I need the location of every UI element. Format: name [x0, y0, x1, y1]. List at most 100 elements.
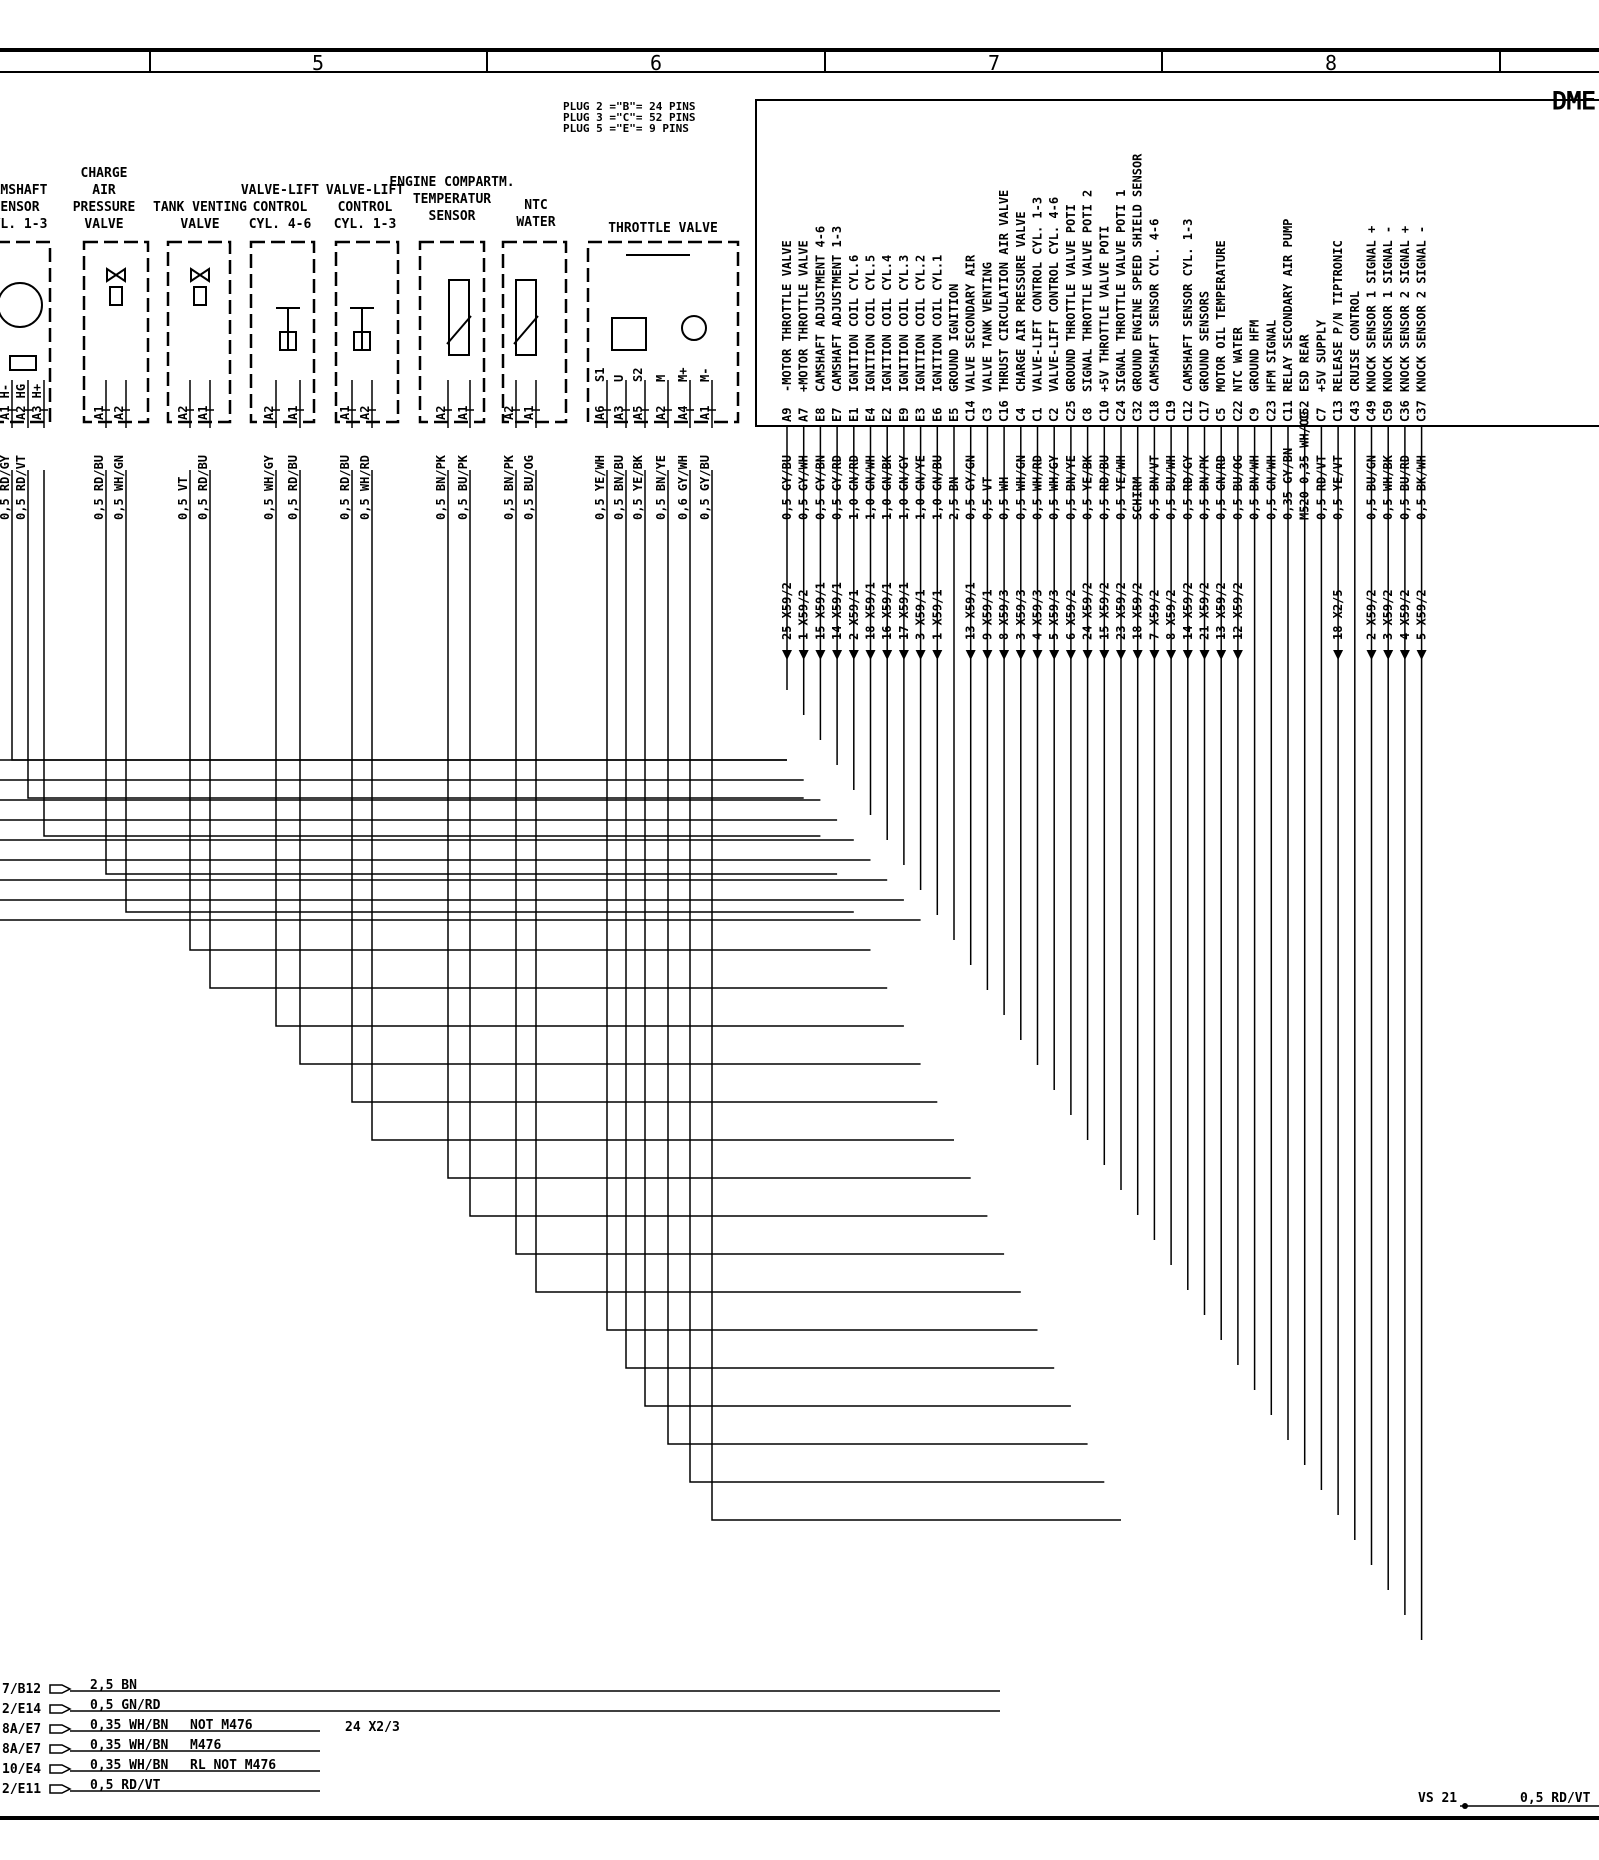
harness-wire [667, 470, 1088, 1445]
column-number: 6 [650, 51, 662, 75]
plug-legend-line: PLUG 2 ="B"= 24 PINS [563, 100, 695, 113]
bottom-wire-label: 0,35 WH/BN [90, 1718, 168, 1733]
throttle-pin-mark: M+ [676, 368, 690, 382]
bottom-right-wire-label: 0,5 RD/VT [1520, 1791, 1591, 1806]
harness-wire [515, 470, 1005, 1255]
component-pin-label: A1 [92, 406, 106, 420]
dme-pin-description: CRUISE CONTROL [1348, 291, 1362, 392]
dme-pin-description: CHARGE AIR PRESSURE VALVE [1014, 211, 1028, 392]
component-pin-label: A3 H+ [30, 384, 44, 420]
dme-pin-description: GROUND HFM [1248, 320, 1262, 392]
component-wire-label: 0,5 RD/BU [338, 455, 352, 520]
dme-pin-label: C25 [1064, 400, 1078, 422]
harness-wire [447, 470, 971, 1179]
component-wire-label: 0,5 BN/YE [654, 455, 668, 520]
dme-pin-label: E7 [830, 408, 844, 422]
dme-pin-description: ESD REAR [1298, 333, 1312, 392]
component-pin-label: A2 [358, 406, 372, 420]
valve-symbol [106, 267, 126, 283]
dme-pin-label: C37 [1415, 400, 1429, 422]
throttle-pin-mark: U [612, 375, 626, 382]
dme-pin-label: C1 [1031, 408, 1045, 422]
dme-pin-label: C10 [1097, 400, 1111, 422]
bottom-wire-label: 0,35 WH/BN [90, 1758, 168, 1773]
dme-pin-label: C49 [1365, 400, 1379, 422]
dme-pin-label: E9 [897, 408, 911, 422]
harness-wire [351, 470, 938, 1103]
component-title: AIR [92, 183, 116, 198]
solenoid-coil-symbol [353, 331, 371, 351]
component-title: TANK VENTING [153, 200, 247, 215]
camshaft-sensor-symbol [0, 282, 43, 328]
dme-pin-description: +5V SUPPLY [1314, 319, 1328, 392]
dme-pin-description: CAMSHAFT ADJUSTMENT 1-3 [830, 226, 844, 392]
dme-pin-label: C50 [1381, 400, 1395, 422]
component-wire-label: 0,5 VT [176, 477, 190, 520]
component-wire-label: 0,5 YE/BK [631, 454, 645, 520]
dme-pin-label: C14 [964, 400, 978, 422]
thermistor-arrow [446, 315, 472, 345]
wire-harness [0, 470, 1423, 1640]
component-wire-label: 0,5 WH/GN [112, 455, 126, 520]
harness-wire [105, 470, 838, 875]
dme-pin-label: E6 [930, 408, 944, 422]
dme-pin-description: SIGNAL THROTTLE VALVE POTI 2 [1081, 190, 1095, 392]
component-pin-label: A1 [456, 406, 470, 420]
component-pin-label: A2 [176, 406, 190, 420]
dme-pin-description: CAMSHAFT SENSOR CYL. 4-6 [1147, 219, 1161, 392]
dme-pin-description: CAMSHAFT ADJUSTMENT 4-6 [813, 226, 827, 392]
dme-pin-description: RELAY SECONDARY AIR PUMP [1281, 219, 1295, 392]
off-page-connector-icon [49, 1684, 72, 1694]
harness-wire [689, 470, 1105, 1483]
dme-pin-c43: C43 CRUISE CONTROL [1348, 291, 1362, 470]
component-pin-label: A1 [286, 406, 300, 420]
dme-pin-label: C43 [1348, 400, 1362, 422]
component-title: TEMPERATUR [413, 192, 491, 207]
bottom-wire-label: 0,35 WH/BN [90, 1738, 168, 1753]
bottom-ref-label: 8A/E7 [2, 1722, 41, 1737]
off-page-connector-icon [49, 1724, 72, 1734]
dme-pin-description: KNOCK SENSOR 1 SIGNAL + [1365, 226, 1379, 392]
solenoid-symbol [350, 307, 374, 350]
dme-pin-label: C4 [1014, 408, 1028, 422]
thermistor-symbol [448, 279, 470, 356]
component-wire-label: 0,6 GY/WH [676, 455, 690, 520]
bottom-ref-label: 2/E11 [2, 1782, 41, 1797]
splice-label: 24 X2/3 [345, 1720, 400, 1735]
throttle-pin-mark: S2 [631, 368, 645, 382]
component-title: VALVE [180, 217, 219, 232]
harness-wire [606, 470, 1038, 1331]
dme-pin-description: NTC WATER [1231, 326, 1245, 392]
harness-wire [469, 470, 988, 1217]
dme-pin-label: C12 [1181, 400, 1195, 422]
dme-pin-label: A9 [780, 408, 794, 422]
dme-pin-description: MOTOR OIL TEMPERATURE [1214, 240, 1228, 392]
column-number: 8 [1325, 51, 1337, 75]
dme-pin-description: GROUND ENGINE SPEED SHIELD SENSOR [1131, 153, 1145, 392]
component-pin-label: A2 [434, 406, 448, 420]
dme-pin-description: GROUND THROTTLE VALVE POTI [1064, 204, 1078, 392]
dme-pin-label: C7 [1314, 408, 1328, 422]
bottom-wire-label: 0,5 GN/RD [90, 1698, 161, 1713]
component-title: ENGINE COMPARTM. [389, 175, 514, 190]
harness-wire [27, 470, 804, 799]
harness-wire [209, 470, 888, 989]
dme-pin-description: SIGNAL THROTTLE VALVE POTI 1 [1114, 190, 1128, 392]
dme-pin-label: C23 [1264, 400, 1278, 422]
component-wire-label: 0,5 RD/VT [14, 455, 28, 520]
harness-wire [299, 470, 921, 1065]
component-wire-label: 0,5 RD/BU [196, 455, 210, 520]
dme-pin-label: C3 [980, 408, 994, 422]
dme-pin-label: C17 [1198, 400, 1212, 422]
valve-symbol [190, 267, 210, 283]
dme-pin-description: KNOCK SENSOR 2 SIGNAL + [1398, 226, 1412, 392]
component-pin-label: A4 [676, 406, 690, 420]
off-page-connector-icon [49, 1744, 72, 1754]
